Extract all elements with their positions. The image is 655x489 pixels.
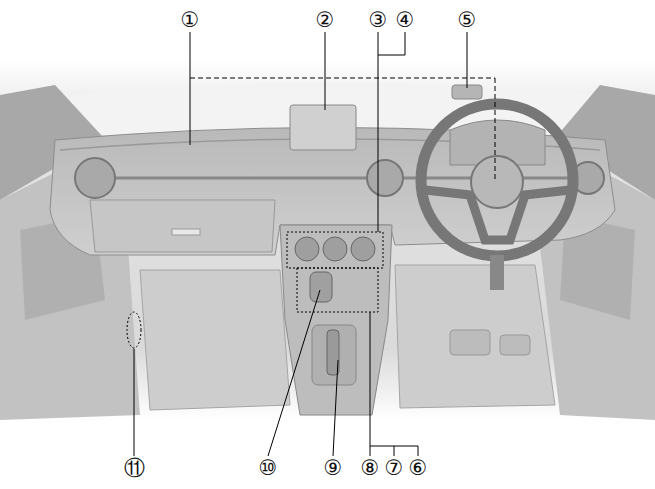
callout-number: ⑩ — [259, 458, 278, 479]
callout-marks — [127, 232, 383, 348]
callout-number: ④ — [396, 10, 415, 31]
leader-lines — [134, 32, 495, 456]
cabin — [0, 60, 655, 420]
callout-number: ② — [316, 10, 335, 31]
callout-number: ③ — [369, 10, 388, 31]
callout-number: ① — [181, 10, 200, 31]
callout-number: ⑦ — [385, 458, 404, 479]
callout-number: ⑥ — [409, 458, 428, 479]
callout-number: ⑧ — [361, 458, 380, 479]
callout-number: ⑪ — [124, 458, 145, 479]
callout-number: ⑨ — [324, 458, 343, 479]
callout-number: ⑤ — [458, 10, 477, 31]
